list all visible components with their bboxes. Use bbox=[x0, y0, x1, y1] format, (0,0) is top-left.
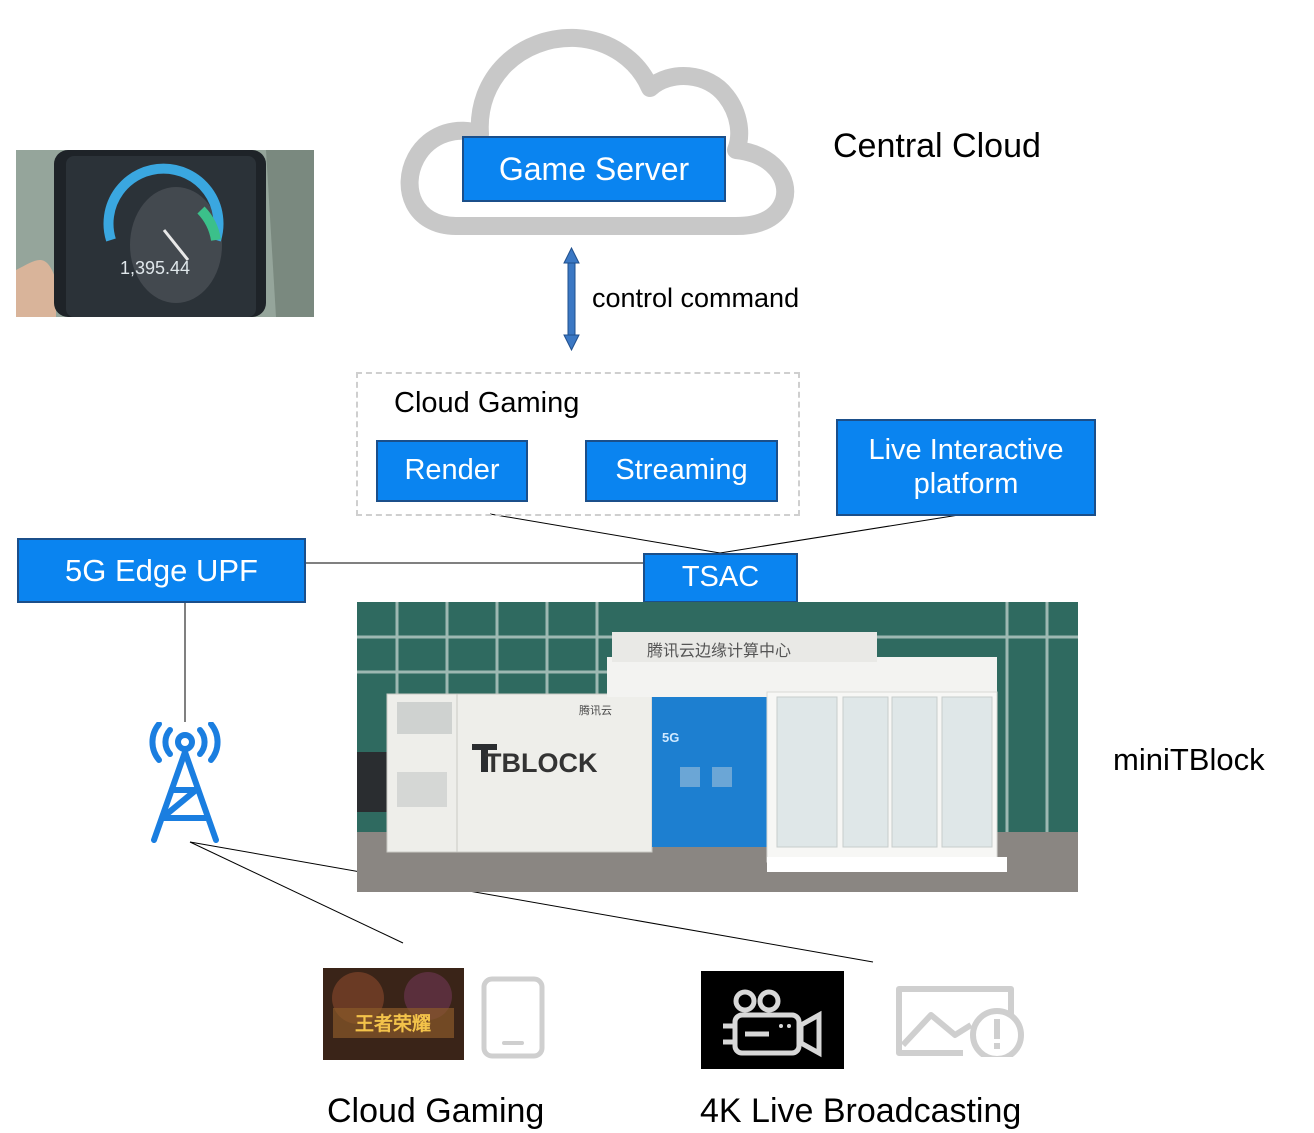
link-cloudgaming-tsac bbox=[489, 513, 721, 554]
tsac-label: TSAC bbox=[681, 561, 760, 594]
speed-reading: 1,395.44 bbox=[120, 258, 190, 278]
cloud-icon bbox=[400, 28, 795, 235]
smartphone-icon bbox=[481, 976, 545, 1059]
minitblock-photo: TBLOCK 腾讯云 腾讯云边缘计算中心 5G bbox=[357, 602, 1078, 892]
streaming-box: Streaming bbox=[585, 440, 778, 502]
poster-badge: 5G bbox=[662, 730, 679, 745]
image-error-icon bbox=[896, 986, 1024, 1057]
tsac-box: TSAC bbox=[643, 553, 798, 603]
minitblock-label: miniTBlock bbox=[1113, 742, 1265, 777]
central-cloud-label: Central Cloud bbox=[833, 127, 1041, 165]
game-thumbnail-text: 王者荣耀 bbox=[355, 1012, 431, 1035]
cloud-gaming-group bbox=[356, 372, 800, 516]
client-cloud-gaming-label: Cloud Gaming bbox=[327, 1092, 545, 1130]
live-interactive-platform-label: Live Interactive platform bbox=[868, 434, 1064, 500]
game-server-label: Game Server bbox=[498, 150, 690, 187]
link-live-tsac bbox=[719, 513, 966, 554]
container-text: TBLOCK bbox=[485, 748, 598, 778]
container-logo: 腾讯云 bbox=[579, 703, 612, 717]
video-camera-icon bbox=[701, 971, 844, 1069]
render-label: Render bbox=[404, 454, 500, 487]
game-thumbnail: 王者荣耀 bbox=[323, 968, 464, 1060]
control-arrow bbox=[563, 246, 580, 352]
game-server-box: Game Server bbox=[462, 136, 726, 202]
building-sign: 腾讯云边缘计算中心 bbox=[647, 641, 791, 660]
client-broadcast-label: 4K Live Broadcasting bbox=[700, 1092, 1022, 1130]
upf-box: 5G Edge UPF bbox=[17, 538, 306, 603]
link-tower-cloudgaming bbox=[189, 841, 404, 944]
upf-label: 5G Edge UPF bbox=[65, 552, 258, 588]
render-box: Render bbox=[376, 440, 528, 502]
tblock-mark-icon bbox=[472, 744, 497, 772]
cloud-gaming-group-title: Cloud Gaming bbox=[394, 387, 580, 419]
control-command-label: control command bbox=[592, 283, 800, 313]
phone-speedtest-photo: 1,395.44 bbox=[16, 150, 314, 317]
streaming-label: Streaming bbox=[615, 454, 748, 487]
cell-tower-icon bbox=[149, 722, 221, 843]
link-tower-broadcast bbox=[189, 841, 874, 963]
live-interactive-platform-box: Live Interactive platform bbox=[836, 419, 1096, 516]
